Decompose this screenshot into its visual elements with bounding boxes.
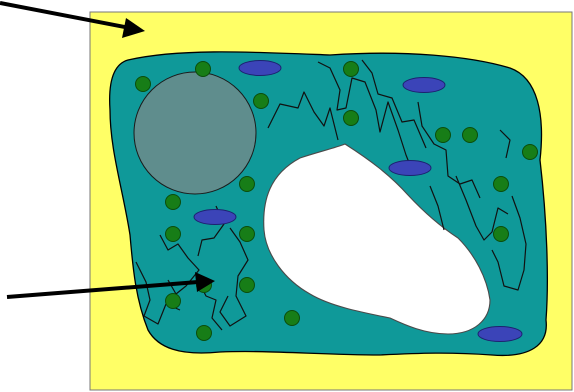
organelle — [478, 327, 522, 342]
nucleus — [134, 72, 256, 194]
chloroplast — [166, 195, 181, 210]
chloroplast — [285, 311, 300, 326]
chloroplast — [254, 94, 269, 109]
chloroplast — [436, 128, 451, 143]
chloroplast — [344, 62, 359, 77]
chloroplast — [136, 77, 151, 92]
chloroplast — [240, 278, 255, 293]
organelle — [403, 78, 445, 93]
chloroplast — [523, 145, 538, 160]
chloroplast — [166, 294, 181, 309]
chloroplast — [494, 177, 509, 192]
chloroplast — [196, 62, 211, 77]
chloroplast — [197, 326, 212, 341]
organelle — [239, 61, 281, 76]
chloroplast — [240, 177, 255, 192]
organelle — [194, 210, 236, 225]
chloroplast — [463, 128, 478, 143]
chloroplast — [240, 227, 255, 242]
chloroplast — [344, 111, 359, 126]
organelle — [389, 161, 431, 176]
chloroplast — [494, 227, 509, 242]
chloroplast — [166, 227, 181, 242]
